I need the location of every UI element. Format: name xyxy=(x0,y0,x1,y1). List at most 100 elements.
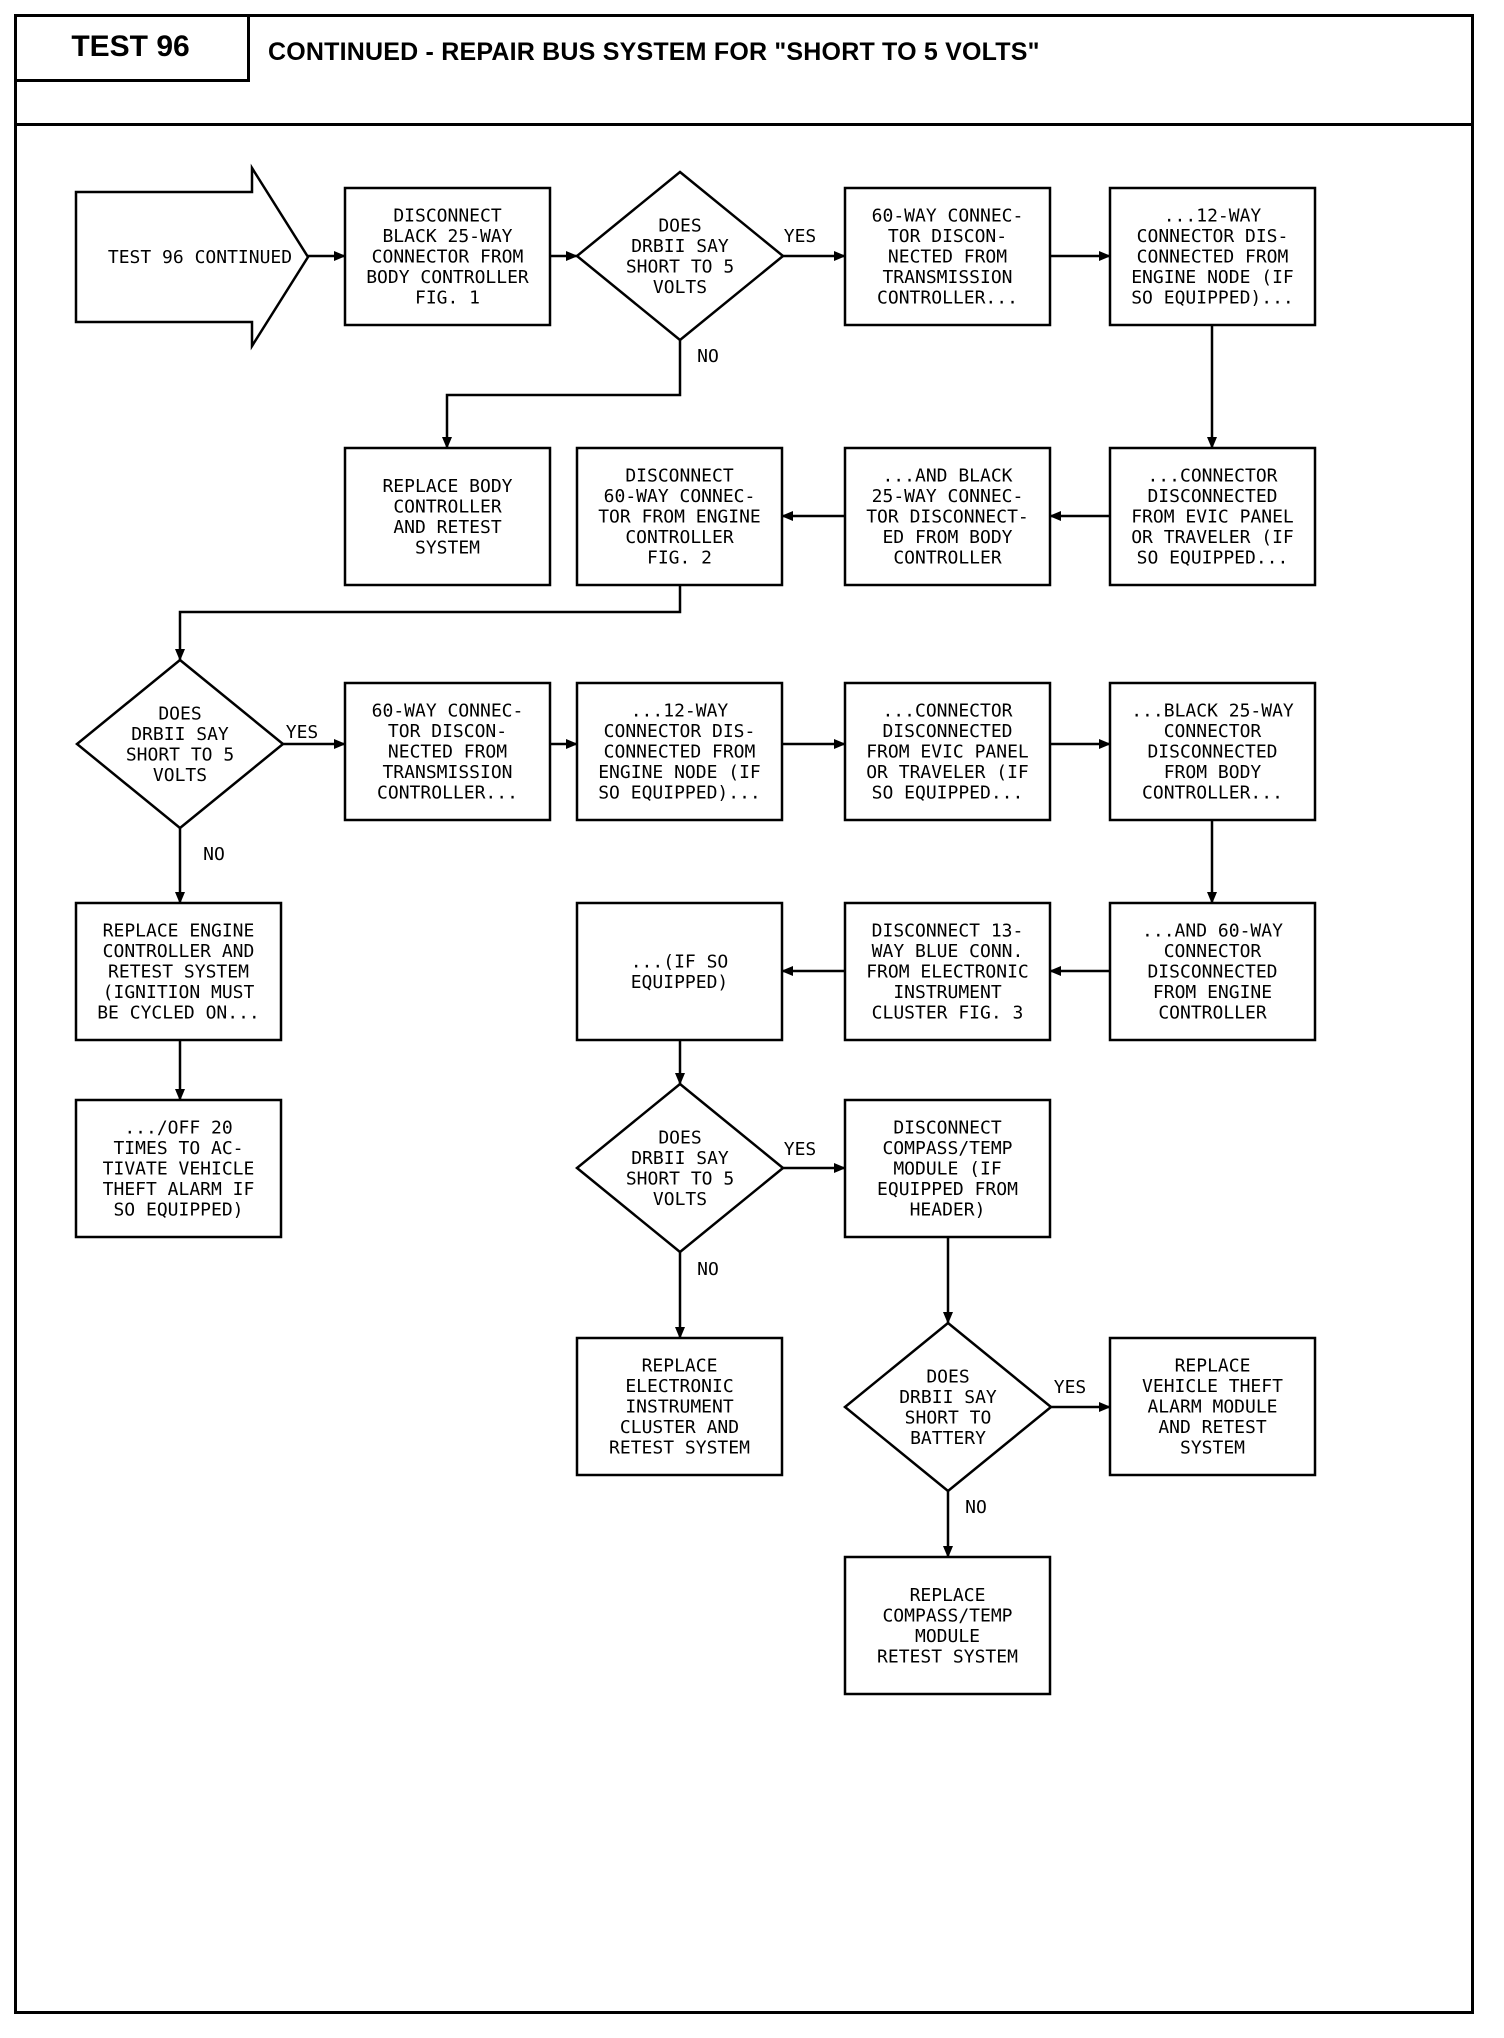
node-text-line: CONTROLLER xyxy=(1158,1003,1267,1024)
node-text-line: 60-WAY CONNEC- xyxy=(604,486,756,507)
node-text-line: CONNECTED FROM xyxy=(604,742,756,763)
node-text-line: VEHICLE THEFT xyxy=(1142,1376,1283,1397)
node-text-line: ...BLACK 25-WAY xyxy=(1131,701,1294,722)
node-text-line: TRANSMISSION xyxy=(882,267,1012,288)
node-text-line: BATTERY xyxy=(910,1428,986,1449)
node-text-line: VOLTS xyxy=(653,277,707,298)
node-text-line: REPLACE BODY xyxy=(382,476,512,497)
yes-branch-label: YES xyxy=(784,1139,817,1160)
node-text-line: SO EQUIPPED... xyxy=(872,783,1024,804)
node-text-line: FROM ELECTRONIC xyxy=(866,962,1029,983)
node-text-line: CONTROLLER xyxy=(393,496,502,517)
node-text-line: VOLTS xyxy=(653,1189,707,1210)
node-text-line: CONNECTOR DIS- xyxy=(604,721,756,742)
header-row xyxy=(14,14,1474,126)
connector-arrow xyxy=(442,340,682,449)
process-box-b14: DISCONNECT 13-WAY BLUE CONN.FROM ELECTRO… xyxy=(843,901,1052,1042)
node-text-line: DOES xyxy=(658,215,701,236)
node-text-line: CONNECTOR DIS- xyxy=(1137,226,1289,247)
test-number: TEST 96 xyxy=(71,29,190,63)
node-text-line: DISCONNECT xyxy=(893,1118,1002,1139)
node-text-line: DOES xyxy=(926,1366,969,1387)
node-text-line: BE CYCLED ON... xyxy=(97,1003,260,1024)
node-text-line: 60-WAY CONNEC- xyxy=(872,206,1024,227)
node-text-line: DRBII SAY xyxy=(899,1387,997,1408)
process-box-b2: 60-WAY CONNEC-TOR DISCON-NECTED FROMTRAN… xyxy=(843,186,1052,327)
node-text-line: (IGNITION MUST xyxy=(103,982,255,1003)
page-frame xyxy=(14,14,1474,2014)
node-text-line: TIMES TO AC- xyxy=(113,1138,243,1159)
node-text-line: COMPASS/TEMP xyxy=(882,1605,1012,1626)
node-text-line: DRBII SAY xyxy=(631,236,729,257)
node-text-line: SHORT TO 5 xyxy=(626,256,734,277)
node-text-line: CONNECTED FROM xyxy=(1137,247,1289,268)
node-text-line: BLACK 25-WAY xyxy=(382,226,512,247)
node-text-line: DISCONNECTED xyxy=(1147,486,1277,507)
node-text-line: TOR DISCON- xyxy=(388,721,507,742)
node-text-line: SHORT TO 5 xyxy=(626,1168,734,1189)
node-text-line: CLUSTER FIG. 3 xyxy=(872,1003,1024,1024)
node-text-line: AND RETEST xyxy=(393,517,502,538)
node-text-line: ...CONNECTOR xyxy=(882,701,1012,722)
node-text-line: SO EQUIPPED)... xyxy=(598,783,761,804)
no-branch-label: NO xyxy=(697,346,719,367)
node-text-line: RETEST SYSTEM xyxy=(877,1646,1018,1667)
node-text-line: DISCONNECT xyxy=(393,206,502,227)
page-title: CONTINUED - REPAIR BUS SYSTEM FOR "SHORT… xyxy=(268,38,1040,66)
node-text-line: RETEST SYSTEM xyxy=(609,1438,750,1459)
node-text-line: TOR DISCONNECT- xyxy=(866,507,1029,528)
node-text-line: FIG. 1 xyxy=(415,288,480,309)
node-text-line: FROM EVIC PANEL xyxy=(1131,507,1294,528)
node-text-line: MODULE xyxy=(915,1626,980,1647)
node-text-line: 60-WAY CONNEC- xyxy=(372,701,524,722)
node-text-line: ...CONNECTOR xyxy=(1147,466,1277,487)
node-text-line: ...AND 60-WAY xyxy=(1142,921,1283,942)
node-text-line: REPLACE ENGINE xyxy=(103,921,255,942)
node-text-line: CONNECTOR xyxy=(1164,941,1262,962)
node-text-line: CONNECTOR xyxy=(1164,721,1262,742)
node-text-line: DRBII SAY xyxy=(631,1148,729,1169)
no-branch-label: NO xyxy=(697,1259,719,1280)
node-text-line: ELECTRONIC xyxy=(625,1376,733,1397)
node-text-line: HEADER) xyxy=(910,1200,986,1221)
node-text-line: DISCONNECTED xyxy=(882,721,1012,742)
node-text-line: CLUSTER AND xyxy=(620,1417,739,1438)
test-number-box: TEST 96 xyxy=(14,14,250,82)
node-text-line: FROM ENGINE xyxy=(1153,982,1272,1003)
node-text-line: TEST 96 CONTINUED xyxy=(108,247,292,268)
process-box-b11: ...BLACK 25-WAYCONNECTORDISCONNECTEDFROM… xyxy=(1108,681,1317,822)
node-text-line: SO EQUIPPED)... xyxy=(1131,288,1294,309)
node-text-line: SHORT TO xyxy=(905,1407,992,1428)
node-text-line: ENGINE NODE (IF xyxy=(1131,267,1294,288)
node-text-line: CONTROLLER... xyxy=(1142,783,1283,804)
node-text-line: CONTROLLER... xyxy=(377,783,518,804)
node-text-line: DRBII SAY xyxy=(131,724,229,745)
node-text-line: WAY BLUE CONN. xyxy=(872,941,1024,962)
node-text-line: REPLACE xyxy=(1175,1356,1251,1377)
node-text-line: CONTROLLER... xyxy=(877,288,1018,309)
node-text-line: DISCONNECT 13- xyxy=(872,921,1024,942)
start-arrow-start: TEST 96 CONTINUED xyxy=(74,163,310,351)
node-text-line: DOES xyxy=(658,1127,701,1148)
node-text-line: EQUIPPED FROM xyxy=(877,1179,1018,1200)
node-text-line: FIG. 2 xyxy=(647,548,712,569)
node-text-line: SO EQUIPPED) xyxy=(113,1200,243,1221)
node-text-line: MODULE (IF xyxy=(893,1159,1001,1180)
node-text-line: ED FROM BODY xyxy=(882,527,1012,548)
node-text-line: SYSTEM xyxy=(415,537,480,558)
yes-branch-label: YES xyxy=(1054,1377,1087,1398)
node-text-line: REPLACE xyxy=(642,1356,718,1377)
yes-branch-label: YES xyxy=(784,226,817,247)
